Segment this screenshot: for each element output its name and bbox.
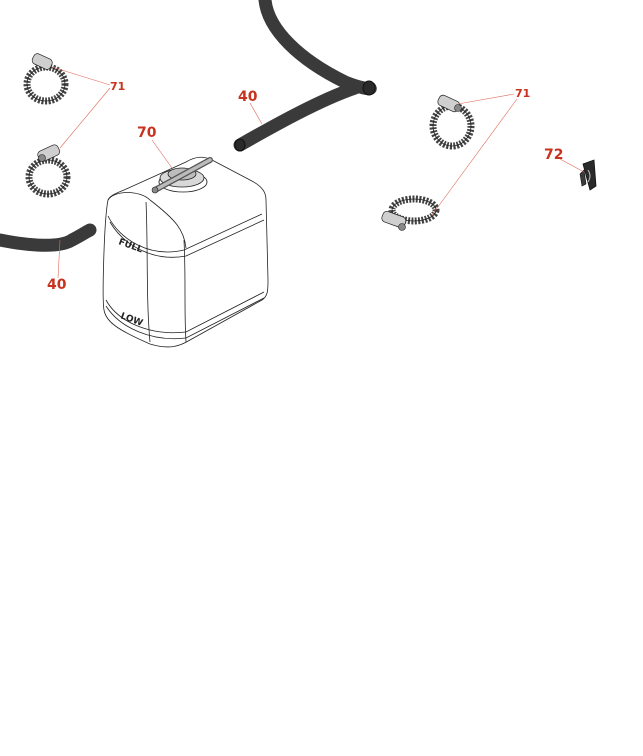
hose-clamp-4 — [381, 195, 440, 231]
tank-low-label: LOW — [119, 311, 144, 328]
tank-cap — [151, 157, 213, 194]
callout-hose-left: 40 — [47, 277, 67, 293]
callout-clip: 72 — [544, 147, 563, 163]
hose-top — [233, 0, 377, 152]
callout-clamp-right: 71 — [515, 87, 530, 100]
hose-clamp-2 — [25, 144, 71, 198]
callout-clamp-left: 71 — [110, 80, 125, 93]
callout-hose-top: 40 — [238, 89, 258, 105]
hose-clamp-3 — [429, 94, 475, 150]
tank-full-label: FULL — [117, 237, 144, 255]
hose-left — [0, 223, 97, 252]
retaining-clip — [579, 159, 597, 191]
leader-lines — [51, 66, 585, 279]
hose-clamp-1 — [23, 53, 69, 105]
callout-cap: 70 — [137, 125, 157, 141]
